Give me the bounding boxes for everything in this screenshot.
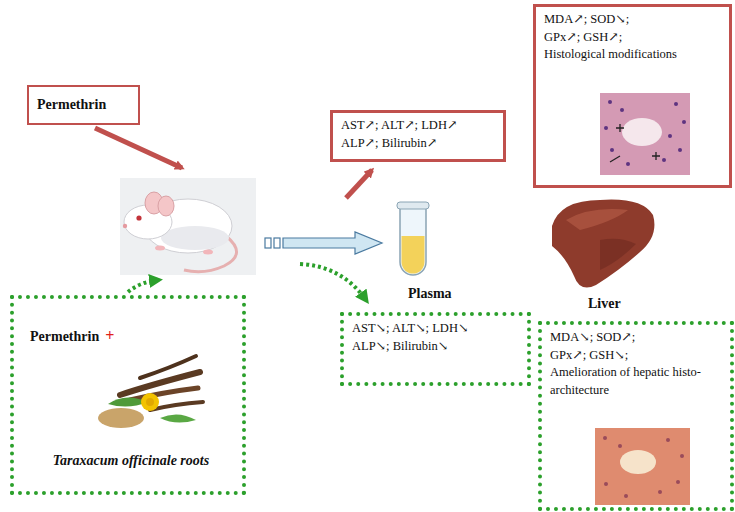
plus-sign: + (105, 325, 114, 347)
result-box: MDA↘; SOD↗; GPx↗; GSH↘;Amelioration of h… (538, 321, 734, 511)
marker-list: MDA↗; SOD↘; GPx↗; GSH↗; (544, 11, 644, 46)
result-box: AST↘; ALT↘; LDH↘ ALP↘; Bilirubin↘ (340, 312, 531, 386)
marker-list: AST↗; ALT↗; LDH↗ ALP↗; Bilirubin↗ (341, 117, 491, 152)
result-arrow (346, 170, 372, 198)
plant-name: Taraxacum officinale roots (30, 451, 232, 471)
input-box: Permethrin (27, 85, 140, 125)
histology-image (600, 93, 690, 175)
sample-label: Plasma (408, 284, 452, 304)
treatment-box: Permethrin + Taraxacum officinale roots (10, 295, 246, 495)
marker-list: MDA↘; SOD↗; GPx↗; GSH↘; (550, 329, 650, 364)
input-label: Permethrin (30, 327, 99, 347)
marker-list: AST↘; ALT↘; LDH↘ ALP↘; Bilirubin↘ (352, 320, 502, 355)
test-tube (397, 202, 429, 275)
sampling-arrow (265, 232, 382, 254)
input-label: Permethrin (37, 95, 130, 115)
organ-label: Liver (588, 294, 621, 314)
result-box: AST↗; ALT↗; LDH↗ ALP↗; Bilirubin↗ (330, 110, 506, 162)
result-box: MDA↗; SOD↘; GPx↗; GSH↗;Histological modi… (533, 4, 732, 188)
mouse-illustration (120, 178, 256, 275)
result-arrow (300, 264, 366, 300)
treatment-arrow (128, 280, 158, 292)
finding-text: Histological modifications (544, 46, 721, 64)
finding-text: Amelioration of hepatic histo-architectu… (550, 364, 710, 399)
exposure-arrow (95, 128, 182, 168)
roots-illustration (98, 356, 203, 428)
liver-illustration (552, 200, 654, 288)
histology-image (595, 428, 690, 505)
